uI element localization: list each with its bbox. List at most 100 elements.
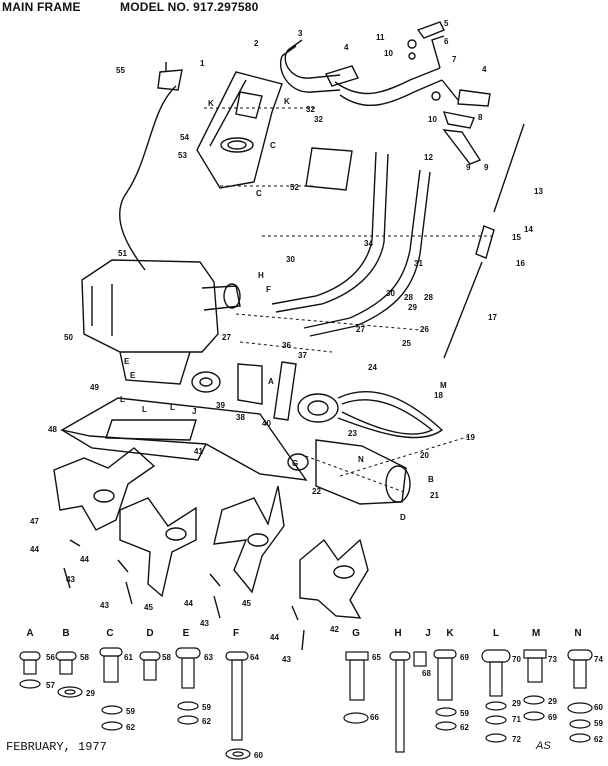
part-callout: 30 (386, 289, 395, 298)
hardware-part-number: 60 (254, 751, 263, 760)
letter-callout: L (120, 395, 125, 404)
part-callout: 13 (534, 187, 543, 196)
part-callout: 3 (298, 29, 303, 38)
part-callout: 20 (420, 451, 429, 460)
part-callout: 15 (512, 233, 521, 242)
part-callout: 43 (200, 619, 209, 628)
part-callout: 42 (330, 625, 339, 634)
part-callout: 10 (384, 49, 393, 58)
letter-callout: L (142, 405, 147, 414)
hardware-letter: M (532, 628, 540, 639)
rod-clip (475, 225, 495, 259)
letter-callout: B (428, 475, 434, 484)
part-callout: 45 (144, 603, 153, 612)
hardware-part-number: 65 (372, 653, 381, 662)
hardware-letter: E (183, 628, 190, 639)
part-callout: 38 (236, 413, 245, 422)
part-callout: 31 (414, 259, 423, 268)
tine-pin (63, 539, 81, 589)
letter-callout: E (130, 371, 136, 380)
part-callout: 44 (270, 633, 279, 642)
part-callout: 17 (488, 313, 497, 322)
hardware-part-number: 74 (594, 655, 603, 664)
idler-pulley (287, 453, 309, 471)
hardware-part-number: 69 (548, 713, 557, 722)
hardware-letter: N (574, 628, 581, 639)
part-callout: 44 (30, 545, 39, 554)
hardware-part-number: 73 (548, 655, 557, 664)
hardware-part-number: 59 (460, 709, 469, 718)
part-callout: 22 (312, 487, 321, 496)
hardware-part-number: 57 (46, 681, 55, 690)
part-callout: 40 (262, 419, 271, 428)
part-callout: 14 (524, 225, 533, 234)
letter-callout: F (266, 285, 271, 294)
right-grip (457, 89, 491, 107)
letter-callout: K (208, 99, 214, 108)
hardware-letter: C (106, 628, 113, 639)
part-callout: 44 (184, 599, 193, 608)
part-callout: 49 (90, 383, 99, 392)
hardware-part-number: 59 (594, 719, 603, 728)
part-callout: 44 (80, 555, 89, 564)
hardware-letter: L (493, 628, 499, 639)
throttle-cable (119, 85, 177, 271)
control-lever-12 (442, 129, 482, 165)
part-callout: 32 (314, 115, 323, 124)
label-plate (305, 147, 353, 191)
part-callout: 50 (64, 333, 73, 342)
hardware-part-number: 63 (204, 653, 213, 662)
hardware-part-number: 70 (512, 655, 521, 664)
part-callout: 11 (376, 33, 385, 42)
part-callout: 26 (420, 325, 429, 334)
part-callout: 12 (424, 153, 433, 162)
tine-right-outer (299, 538, 369, 619)
transmission (315, 439, 407, 505)
part-callout: 24 (368, 363, 377, 372)
part-callout: 55 (116, 66, 125, 75)
hardware-part-number: 72 (512, 735, 521, 744)
part-callout: 25 (402, 339, 411, 348)
panel-decal (235, 91, 263, 119)
part-callout: 2 (254, 39, 259, 48)
publication-date: FEBRUARY, 1977 (6, 740, 107, 754)
hardware-part-number: 29 (86, 689, 95, 698)
part-callout: 30 (286, 255, 295, 264)
letter-callout: K (284, 97, 290, 106)
hardware-part-number: 59 (202, 703, 211, 712)
model-number: MODEL NO. 917.297580 (120, 0, 259, 14)
part-callout: 21 (430, 491, 439, 500)
part-callout: 27 (222, 333, 231, 342)
control-lever-5 (416, 21, 445, 39)
hardware-part-number: 58 (80, 653, 89, 662)
engine-pulley (191, 371, 221, 393)
control-rod-13 (493, 123, 525, 213)
hardware-part-number: 56 (46, 653, 55, 662)
hardware-part-number: 68 (422, 669, 431, 678)
part-callout: 41 (194, 447, 203, 456)
hardware-part-number: 61 (124, 653, 133, 662)
hardware-part-number: 64 (250, 653, 259, 662)
hardware-part-number: 62 (126, 723, 135, 732)
part-callout: 18 (434, 391, 443, 400)
control-rod-17 (443, 261, 483, 359)
hardware-part-number: 62 (202, 717, 211, 726)
engine-block (81, 259, 219, 353)
hardware-part-number: 66 (370, 713, 379, 722)
part-callout: 54 (180, 133, 189, 142)
letter-callout: G (292, 459, 298, 468)
hardware-part-number: 29 (548, 697, 557, 706)
part-callout: 23 (348, 429, 357, 438)
part-callout: 1 (200, 59, 205, 68)
part-callout: 9 (484, 163, 489, 172)
letter-callout: H (258, 271, 264, 280)
bracket (237, 363, 263, 405)
part-callout: 6 (444, 37, 449, 46)
letter-callout: C (256, 189, 262, 198)
hardware-letter: H (394, 628, 401, 639)
hardware-part-number: 71 (512, 715, 521, 724)
part-callout: 37 (298, 351, 307, 360)
diagram-title: MAIN FRAME (2, 0, 81, 14)
control-lever-8 (442, 111, 475, 129)
